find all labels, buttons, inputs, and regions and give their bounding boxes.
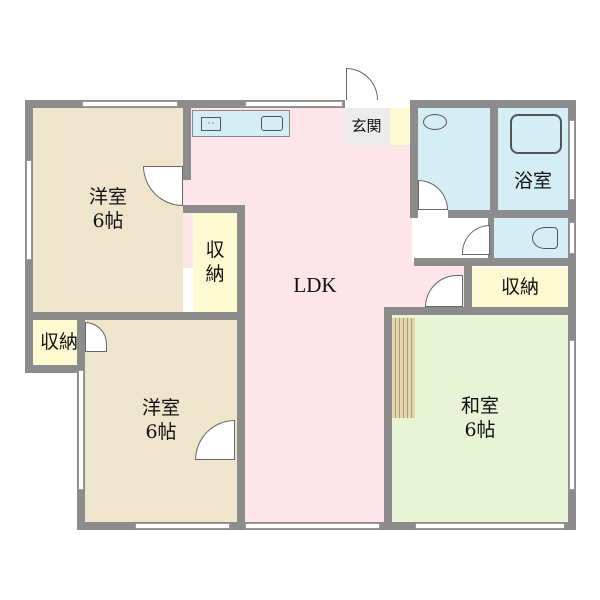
toilet-door[interactable] xyxy=(462,225,490,255)
wall xyxy=(464,258,472,313)
room-western-2: 洋室 6帖 xyxy=(85,320,237,522)
stove-icon: ◦◦ xyxy=(201,117,221,131)
washbasin-icon xyxy=(423,114,447,130)
ldk-label: LDK xyxy=(293,272,337,297)
toilet-room xyxy=(492,218,568,258)
room-storage-1: 収 納 xyxy=(193,213,237,312)
western1-size: 6帖 xyxy=(92,210,124,232)
wall xyxy=(25,365,85,373)
wall xyxy=(183,100,191,180)
wall xyxy=(384,307,576,315)
shoe-cabinet xyxy=(390,108,410,145)
entrance-label: 玄関 xyxy=(351,117,382,136)
wall xyxy=(410,100,418,218)
room-western-1: 洋室 6帖 xyxy=(33,108,183,312)
window xyxy=(569,222,575,254)
room-storage-3: 収納 xyxy=(472,268,568,307)
storage2-label: 収納 xyxy=(39,330,78,353)
wall xyxy=(183,205,245,213)
wall xyxy=(237,205,245,530)
wall xyxy=(25,312,245,320)
window xyxy=(82,101,178,107)
western2-name: 洋室 xyxy=(141,397,180,420)
western2-size: 6帖 xyxy=(145,421,177,443)
window xyxy=(26,160,32,260)
wall xyxy=(448,210,576,218)
window xyxy=(415,523,565,529)
window xyxy=(569,340,575,490)
bathtub-icon xyxy=(510,114,562,154)
storage3-label: 収納 xyxy=(500,275,539,298)
window xyxy=(245,523,380,529)
wall xyxy=(568,100,576,530)
window xyxy=(135,523,230,529)
room-bath: 浴室 xyxy=(498,108,568,210)
room-storage-2: 収納 xyxy=(33,320,85,365)
western1-name: 洋室 xyxy=(88,186,127,209)
ldk-fill-lower xyxy=(245,260,385,522)
wall xyxy=(488,210,494,266)
sink-icon xyxy=(261,116,283,131)
window xyxy=(245,101,343,107)
entrance-door[interactable] xyxy=(346,68,378,100)
wall xyxy=(414,258,576,266)
bath-label: 浴室 xyxy=(513,169,552,192)
window xyxy=(569,120,575,200)
toilet-icon xyxy=(532,227,558,249)
room-entrance: 玄関 xyxy=(343,108,390,145)
room-ldk: LDK xyxy=(245,260,385,310)
kitchen-counter: ◦◦ xyxy=(192,110,290,137)
wall xyxy=(490,100,498,210)
storage1-label: 収 納 xyxy=(205,238,225,285)
tokonoma xyxy=(392,318,415,418)
japanese-size: 6帖 xyxy=(464,418,496,441)
room-japanese: 和室 6帖 xyxy=(392,315,568,522)
wall xyxy=(384,307,392,530)
japanese-name: 和室 xyxy=(460,394,499,417)
window xyxy=(78,370,84,490)
